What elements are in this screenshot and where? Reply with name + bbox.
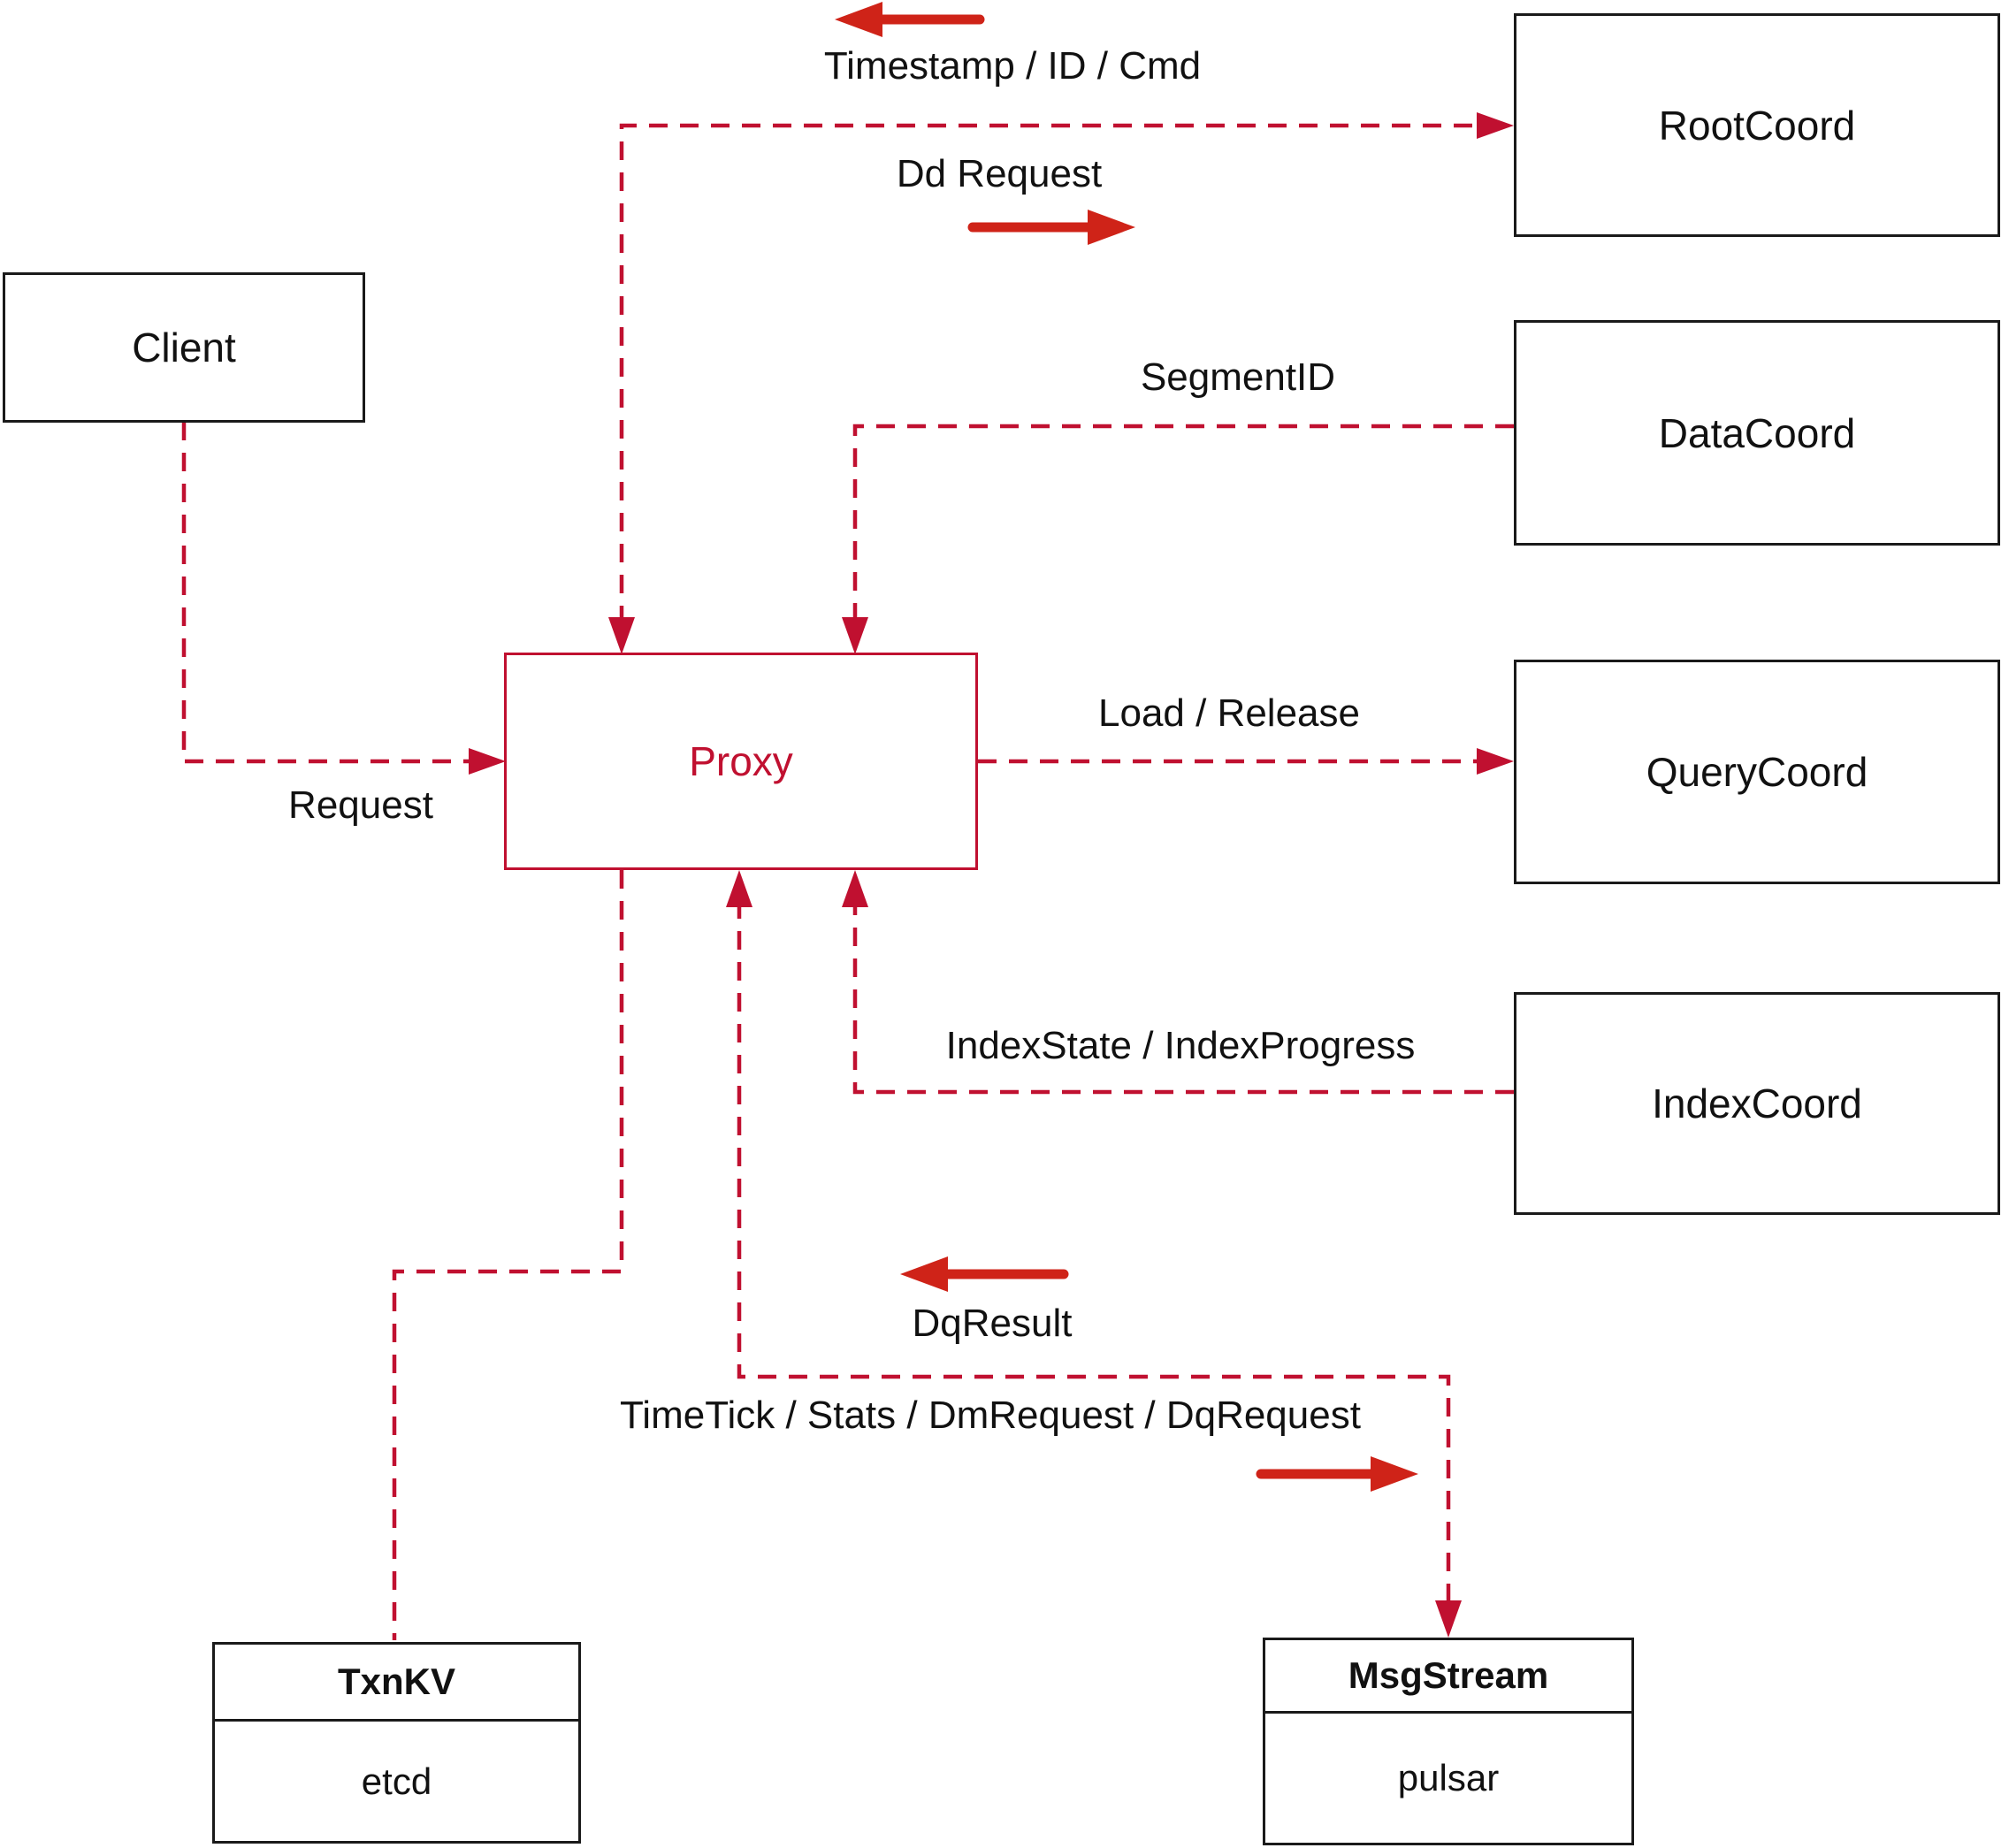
- node-msgstream-subtitle: pulsar: [1397, 1757, 1500, 1798]
- node-txnkv-subtitle: etcd: [361, 1760, 432, 1802]
- edge-label-dd-request: Dd Request: [896, 152, 1103, 195]
- node-msgstream-header: MsgStream: [1265, 1640, 1631, 1714]
- edge-label-request: Request: [288, 783, 433, 827]
- arrowhead-into-proxy-bottom-left-icon: [726, 870, 752, 907]
- edge-datacoord-proxy: [852, 424, 1514, 624]
- arrowhead-into-querycoord-icon: [1477, 748, 1514, 775]
- node-txnkv-header: TxnKV: [215, 1645, 578, 1722]
- arrowhead-into-proxy-bottom-right-icon: [842, 870, 868, 907]
- node-txnkv: TxnKV etcd: [212, 1642, 581, 1844]
- node-datacoord-label: DataCoord: [1658, 409, 1856, 456]
- node-indexcoord-label: IndexCoord: [1652, 1081, 1862, 1126]
- node-msgstream: MsgStream pulsar: [1263, 1638, 1634, 1845]
- node-rootcoord: RootCoord: [1514, 13, 2000, 237]
- node-indexcoord: IndexCoord: [1514, 992, 2000, 1215]
- node-proxy: Proxy: [504, 653, 978, 870]
- node-txnkv-title: TxnKV: [337, 1661, 455, 1702]
- edge-proxy-txnkv: [392, 870, 624, 1640]
- direction-arrow-right-dd-request-icon: [967, 210, 1135, 245]
- node-client: Client: [3, 272, 365, 423]
- node-datacoord: DataCoord: [1514, 320, 2000, 546]
- node-client-label: Client: [132, 325, 236, 370]
- arrowhead-into-msgstream-icon: [1435, 1600, 1462, 1638]
- arrowhead-into-proxy-left-icon: [469, 748, 506, 775]
- edge-label-timestamp-id-cmd: Timestamp / ID / Cmd: [823, 44, 1202, 88]
- node-msgstream-body: pulsar: [1265, 1714, 1631, 1843]
- node-msgstream-title: MsgStream: [1348, 1654, 1549, 1696]
- arrowhead-into-proxy-top-left-icon: [608, 617, 635, 654]
- arrowhead-into-rootcoord-icon: [1477, 112, 1514, 139]
- edge-label-load-release: Load / Release: [1098, 691, 1360, 735]
- edge-proxy-rootcoord: [619, 123, 1478, 624]
- node-querycoord: QueryCoord: [1514, 660, 2000, 884]
- arrowhead-into-proxy-top-right-icon: [842, 617, 868, 654]
- edge-label-timetick: TimeTick / Stats / DmRequest / DqRequest: [620, 1394, 1361, 1437]
- node-txnkv-body: etcd: [215, 1722, 578, 1841]
- direction-arrow-left-dq-result-icon: [900, 1256, 1069, 1292]
- node-proxy-label: Proxy: [689, 738, 793, 784]
- node-rootcoord-label: RootCoord: [1658, 102, 1856, 149]
- direction-arrow-left-timestamp-icon: [835, 2, 985, 37]
- edge-proxy-msgstream: [737, 900, 1451, 1607]
- edge-client-proxy: [181, 422, 476, 764]
- edge-label-dq-result: DqResult: [912, 1302, 1073, 1345]
- node-querycoord-label: QueryCoord: [1646, 749, 1868, 795]
- edge-indexcoord-proxy: [852, 900, 1514, 1095]
- edge-label-index-state: IndexState / IndexProgress: [945, 1024, 1416, 1067]
- direction-arrow-right-timetick-icon: [1256, 1456, 1418, 1492]
- edge-label-segment-id: SegmentID: [1140, 355, 1336, 399]
